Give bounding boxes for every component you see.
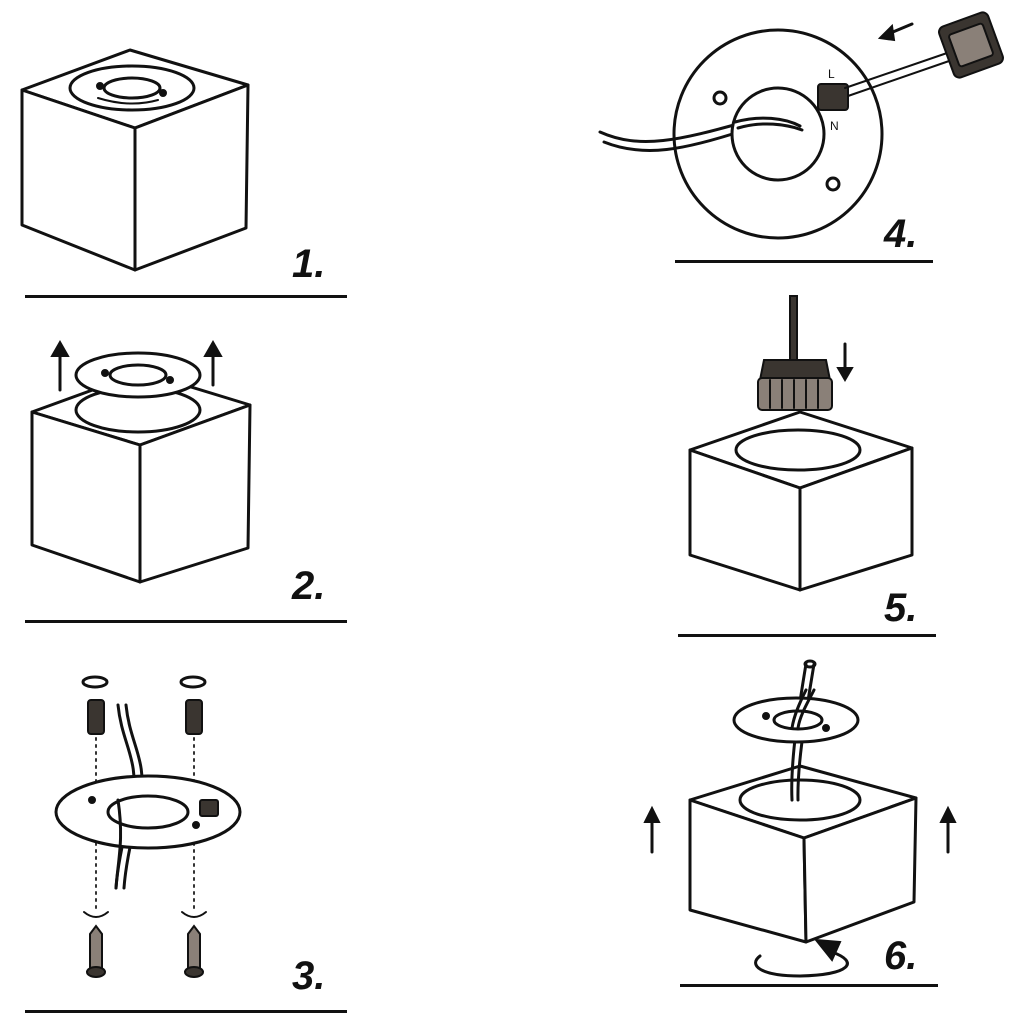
step-1-divider xyxy=(25,295,347,298)
step-6-divider xyxy=(680,984,938,987)
step-4-number: 4. xyxy=(884,212,918,256)
svg-text:L: L xyxy=(828,67,835,81)
step-3-number: 3. xyxy=(292,954,326,998)
arrow-up-icon xyxy=(203,339,223,387)
step-5-illustration xyxy=(688,295,914,592)
screw-icon xyxy=(184,924,204,978)
step-5-divider xyxy=(678,634,936,637)
terminal-block-icon xyxy=(199,799,219,817)
step-4-illustration: L N xyxy=(598,11,1004,240)
washer-icon xyxy=(179,675,207,689)
mounting-plate-icon xyxy=(68,64,196,112)
step-3-divider xyxy=(25,1010,347,1013)
cube-lamp-icon xyxy=(688,410,914,592)
cable-icon xyxy=(844,51,953,97)
wall-plug-icon xyxy=(87,699,105,735)
mounting-plate-icon xyxy=(54,774,242,890)
svg-text:N: N xyxy=(830,119,839,133)
mounting-plate-icon: L N xyxy=(672,28,884,240)
arrow-down-icon xyxy=(877,22,914,42)
arrow-up-icon xyxy=(939,805,957,854)
arrow-up-icon xyxy=(643,805,661,854)
cube-lamp-icon xyxy=(30,370,252,584)
wall-plug-icon xyxy=(185,699,203,735)
arrow-up-icon xyxy=(50,339,70,392)
step-2-illustration xyxy=(30,339,252,584)
step-1-number: 1. xyxy=(292,242,326,286)
cable-icon xyxy=(598,120,747,152)
cable-icon xyxy=(789,295,798,361)
step-2-divider xyxy=(25,620,347,623)
step-4-divider xyxy=(675,260,933,263)
arrow-down-icon xyxy=(836,342,854,382)
lamp-socket-icon xyxy=(938,11,1004,79)
terminal-block-icon xyxy=(817,83,849,111)
rotate-arrow-icon xyxy=(181,911,207,918)
rotate-arrow-icon xyxy=(83,911,109,918)
mounting-plate-icon xyxy=(732,688,860,744)
cube-lamp-icon xyxy=(688,764,918,944)
step-1-illustration xyxy=(20,48,250,272)
step-3-illustration xyxy=(54,675,242,978)
cube-lamp-icon xyxy=(20,48,250,272)
step-6-illustration xyxy=(643,659,957,978)
lamp-socket-icon xyxy=(757,359,833,411)
step-5-number: 5. xyxy=(884,586,918,630)
screw-icon xyxy=(86,924,106,978)
step-6-number: 6. xyxy=(884,934,918,978)
washer-icon xyxy=(81,675,109,689)
rotate-arrow-icon xyxy=(754,938,849,978)
step-2-number: 2. xyxy=(292,564,326,608)
mounting-plate-icon xyxy=(74,351,202,399)
